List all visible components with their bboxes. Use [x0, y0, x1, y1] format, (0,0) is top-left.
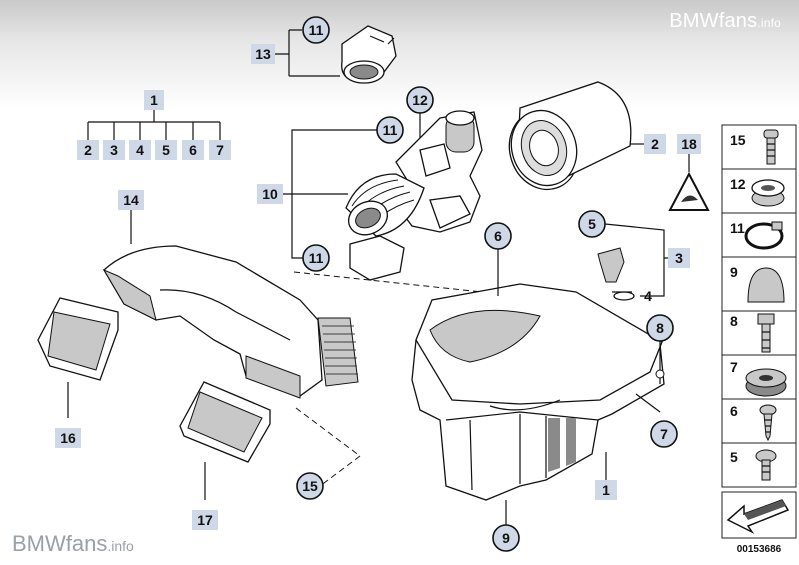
sidebar-num-7: 7 [730, 359, 738, 375]
callout-circle-9[interactable] [492, 524, 520, 552]
callout-box-14[interactable] [118, 190, 144, 210]
part-18-label: 18 [668, 134, 710, 211]
callout-box-1-main[interactable] [595, 480, 617, 500]
callout-12: 12 [412, 92, 428, 108]
callout-8: 8 [656, 320, 664, 336]
callout-13: 13 [255, 46, 271, 62]
callout-5-sub: 5 [162, 142, 170, 158]
callout-box-10[interactable] [257, 184, 283, 204]
callout-11-low: 11 [309, 250, 324, 266]
callout-box-7[interactable] [209, 140, 231, 160]
screw-icon [763, 129, 779, 165]
collar-screw-icon [755, 449, 777, 481]
doc-number: 00153686 [737, 544, 782, 555]
sidebar-item-11[interactable] [721, 212, 797, 258]
callout-7: 7 [660, 426, 668, 442]
watermark-bottom: BMWfans.info [12, 531, 134, 556]
callout-box-3[interactable] [668, 248, 690, 268]
sidebar-item-15[interactable] [721, 124, 797, 170]
sidebar-num-9: 9 [730, 264, 738, 280]
callout-11-top: 11 [309, 22, 324, 38]
callout-4: 4 [644, 288, 652, 304]
callouts-8-7-1-9: 8 7 1 9 [492, 314, 678, 552]
callout-circle-11-low[interactable] [302, 244, 330, 272]
part-17-duct-piece: 17 [179, 381, 271, 530]
hardware-sidebar: 15 12 11 9 8 7 6 5 [721, 124, 797, 555]
callout-box-16[interactable] [55, 428, 81, 448]
callout-17: 17 [197, 512, 213, 528]
callout-2-filter: 2 [651, 136, 659, 152]
sidebar-num-15: 15 [730, 132, 746, 148]
callout-box-2-filter[interactable] [644, 134, 666, 154]
callout-box-17[interactable] [192, 510, 218, 530]
callout-box-2[interactable] [77, 140, 99, 160]
part-13-boot: 13 11 [251, 16, 397, 84]
callout-3-sub: 3 [110, 142, 118, 158]
callout-box-18[interactable] [677, 134, 701, 154]
callout-tree-1: 1 2 3 4 5 6 7 [77, 90, 231, 160]
callout-1-top: 1 [150, 92, 158, 108]
callout-6-sub: 6 [189, 142, 197, 158]
part-16-duct-piece: 16 [37, 297, 119, 448]
sidebar-item-5[interactable] [721, 442, 797, 488]
callout-1-main: 1 [602, 482, 610, 498]
sidebar-num-11: 11 [730, 220, 745, 236]
callout-9: 9 [502, 530, 510, 546]
callout-3: 3 [675, 250, 683, 266]
callout-6: 6 [494, 228, 502, 244]
sidebar-num-5: 5 [730, 449, 738, 465]
callout-16: 16 [60, 430, 76, 446]
sidebar-num-8: 8 [730, 313, 738, 329]
tapping-screw-icon [759, 404, 777, 442]
callout-box-6[interactable] [182, 140, 204, 160]
callouts-6-5-3-4: 6 5 3 4 [484, 210, 690, 304]
callout-box-4[interactable] [129, 140, 151, 160]
arrow-icon [726, 499, 790, 534]
bolt-icon [757, 313, 775, 353]
sidebar-num-6: 6 [730, 403, 738, 419]
callout-5: 5 [588, 216, 596, 232]
watermark-top: BMWfans.info [669, 10, 781, 32]
sidebar-num-12: 12 [730, 176, 746, 192]
sidebar-item-6[interactable] [721, 398, 797, 444]
callout-10: 10 [262, 186, 278, 202]
callout-4-sub: 4 [136, 142, 144, 158]
callout-box-1[interactable] [144, 90, 164, 110]
part-14-duct: 14 [102, 190, 359, 399]
callout-2-sub: 2 [84, 142, 92, 158]
hose-clamp-icon [744, 221, 784, 250]
callout-15: 15 [302, 478, 318, 494]
part-1-housing [411, 283, 665, 501]
callout-circle-7[interactable] [650, 420, 678, 448]
part-2-filter: 2 [508, 81, 666, 191]
callout-15-group: 15 [293, 271, 577, 500]
rubber-mount-icon [745, 368, 787, 397]
callout-box-13[interactable] [251, 44, 275, 64]
callout-box-3[interactable] [103, 140, 125, 160]
rubber-cap-icon [747, 267, 785, 303]
callout-box-5[interactable] [155, 140, 177, 160]
callout-11-mid: 11 [383, 122, 398, 138]
callout-circle-11-top[interactable] [302, 16, 330, 44]
callout-14: 14 [123, 192, 139, 208]
grommet-icon [751, 179, 785, 207]
callout-circle-15[interactable] [296, 472, 324, 500]
callout-18: 18 [681, 136, 697, 152]
callout-7-sub: 7 [216, 142, 224, 158]
part-10-intake-hose: 12 11 10 11 [257, 86, 483, 281]
